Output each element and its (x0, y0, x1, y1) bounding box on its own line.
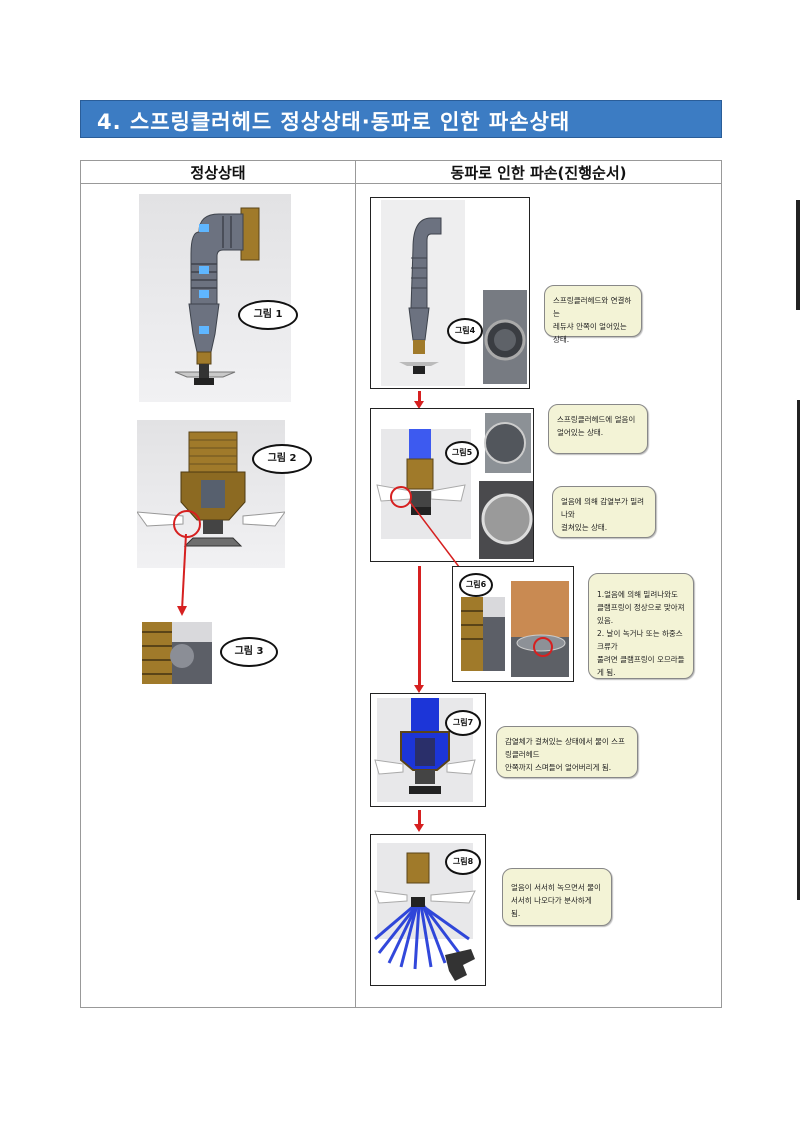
section-banner: 4. 스프링클러헤드 정상상태·동파로 인한 파손상태 (80, 100, 722, 138)
callout-text: 풀려면 클램프링이 오므라들게 됨. (597, 655, 685, 677)
figure-7-drawing (374, 698, 476, 802)
callout-text: 스프링클러헤드와 연결하는 (553, 296, 632, 318)
callout-text: 얼음에 의해 감열부가 밀려나와 (561, 497, 645, 519)
figure-6-drawing (461, 581, 569, 677)
callout-text: 얼어있는 상태. (557, 428, 604, 437)
figure-4-frame: 그림4 (370, 197, 530, 389)
figure-4-drawing (381, 200, 527, 386)
figure-3-image (142, 622, 212, 684)
callout-text: 레듀샤 안쪽이 얼어있는 상태. (553, 322, 627, 344)
figure-8-drawing (374, 843, 476, 981)
figure-2-label: 그림 2 (252, 444, 312, 474)
scan-edge-artifact (797, 400, 800, 900)
callout-text: 안쪽까지 스며들어 얼어버리게 됨. (505, 763, 612, 772)
scan-edge-artifact (796, 200, 800, 310)
red-arrow-fig2-to-fig3 (177, 533, 187, 616)
comparison-table: 정상상태 동파로 인한 파손(진행순서) (80, 160, 722, 1008)
header-freeze-damage: 동파로 인한 파손(진행순서) (450, 164, 627, 182)
table-header-row: 정상상태 동파로 인한 파손(진행순서) (81, 161, 721, 184)
figure-5-drawing (376, 413, 533, 559)
figure-6-frame: 그림6 (452, 566, 574, 682)
red-arrow-5-to-7 (414, 566, 424, 693)
figure-6-callout: 1.얼음에 의해 밀려나와도 클램프링이 정상으로 맞아져있음. 2. 날이 녹… (588, 573, 694, 679)
figure-5-frame: 그림5 (370, 408, 534, 562)
figure-8-frame: 그림8 (370, 834, 486, 986)
figure-8-label: 그림8 (445, 849, 481, 875)
figure-7-label: 그림7 (445, 710, 481, 736)
figure-3-label: 그림 3 (220, 637, 278, 667)
callout-text: 감열체가 걸쳐있는 상태에서 물이 스프링클러헤드 (505, 737, 625, 759)
callout-text: 걸쳐있는 상태. (561, 523, 608, 532)
figure-8-callout: 얼음이 서서히 녹으면서 물이 서서히 나오다가 분사하게 됨. (502, 868, 612, 926)
figure-5b-callout: 얼음에 의해 감열부가 밀려나와 걸쳐있는 상태. (552, 486, 656, 538)
figure-7-callout: 감열체가 걸쳐있는 상태에서 물이 스프링클러헤드 안쪽까지 스며들어 얼어버리… (496, 726, 638, 778)
red-arrow-7-to-8 (414, 810, 424, 832)
figure-1-label: 그림 1 (238, 300, 298, 330)
figure-4-label: 그림4 (447, 318, 483, 344)
figure-7-frame: 그림7 (370, 693, 486, 807)
figure-5-label: 그림5 (445, 441, 479, 465)
figure-5a-callout: 스프링클러헤드에 얼음이 얼어있는 상태. (548, 404, 648, 454)
column-divider (355, 161, 356, 1007)
callout-text: 스프링클러헤드에 얼음이 (557, 415, 636, 424)
figure-4-callout: 스프링클러헤드와 연결하는 레듀샤 안쪽이 얼어있는 상태. (544, 285, 642, 344)
callout-text: 서서히 나오다가 분사하게 됨. (511, 896, 592, 918)
figure-6-label: 그림6 (459, 573, 493, 597)
callout-text: 2. 날이 녹거나 또는 하중스크류가 (597, 629, 683, 651)
red-arrow-4-to-5 (414, 391, 424, 409)
section-title: 4. 스프링클러헤드 정상상태·동파로 인한 파손상태 (97, 110, 571, 134)
closeup-drawing (142, 622, 212, 684)
callout-text: 1.얼음에 의해 밀려나와도 (597, 590, 678, 599)
callout-text: 클램프링이 정상으로 맞아져있음. (597, 603, 685, 625)
header-normal-state: 정상상태 (190, 164, 246, 182)
elbow-sprinkler-drawing (174, 207, 260, 385)
callout-text: 얼음이 서서히 녹으면서 물이 (511, 883, 601, 892)
sprinkler-cross-section (135, 431, 287, 547)
figure-1-image (139, 194, 291, 402)
figure-2-image (135, 420, 287, 568)
